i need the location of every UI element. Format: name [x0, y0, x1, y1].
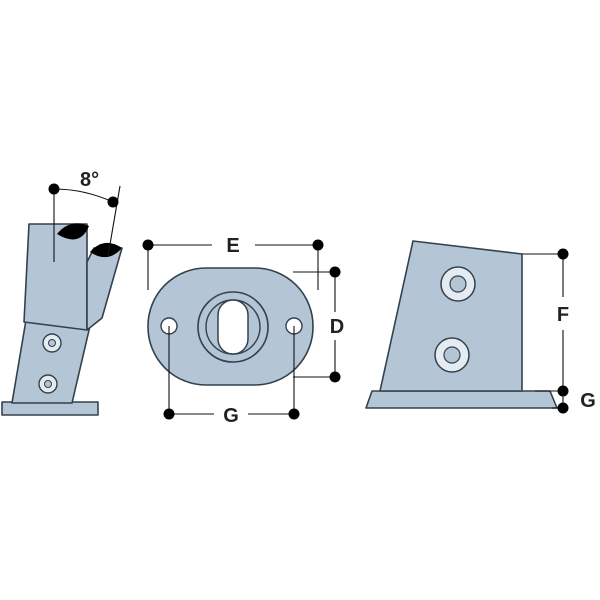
angle-label: 8° — [80, 169, 99, 191]
front-hole-lower-inner — [443, 346, 461, 364]
angle-dot-right — [107, 196, 119, 208]
plan-slot — [217, 299, 249, 355]
vertical-tube — [23, 223, 88, 331]
dim-e-label: E — [226, 235, 239, 257]
dim-f-label: F — [557, 304, 569, 326]
front-base-flange — [365, 390, 558, 409]
side-bolt-hole-upper-inner — [48, 339, 56, 347]
dim-g-dot-left — [163, 408, 175, 420]
dim-e-dot-left — [142, 239, 154, 251]
angled-tube-opening — [90, 242, 122, 258]
side-base-flange — [1, 401, 99, 416]
dim-d-dot-bottom — [329, 371, 341, 383]
dim-d-dot-top — [329, 266, 341, 278]
dim-g-label: G — [223, 405, 239, 427]
angle-dot-left — [48, 183, 60, 195]
dim-d-label: D — [330, 316, 344, 338]
dim-g-dot-right — [288, 408, 300, 420]
vertical-tube-opening — [57, 223, 89, 240]
angled-tube — [86, 247, 123, 331]
dim-f-dot-top — [557, 248, 569, 260]
front-view: F G — [365, 240, 596, 414]
angle-ref-line-angled — [107, 185, 121, 257]
dim-e-dot-right — [312, 239, 324, 251]
front-hole-upper-inner — [449, 275, 467, 293]
side-view-angled: 8° — [1, 169, 123, 416]
plan-view: E D G — [142, 235, 344, 427]
side-bolt-hole-lower-inner — [44, 380, 52, 388]
dim-g2-label: G — [580, 390, 596, 412]
front-body — [379, 240, 523, 392]
dim-g2-dot-bottom — [557, 402, 569, 414]
